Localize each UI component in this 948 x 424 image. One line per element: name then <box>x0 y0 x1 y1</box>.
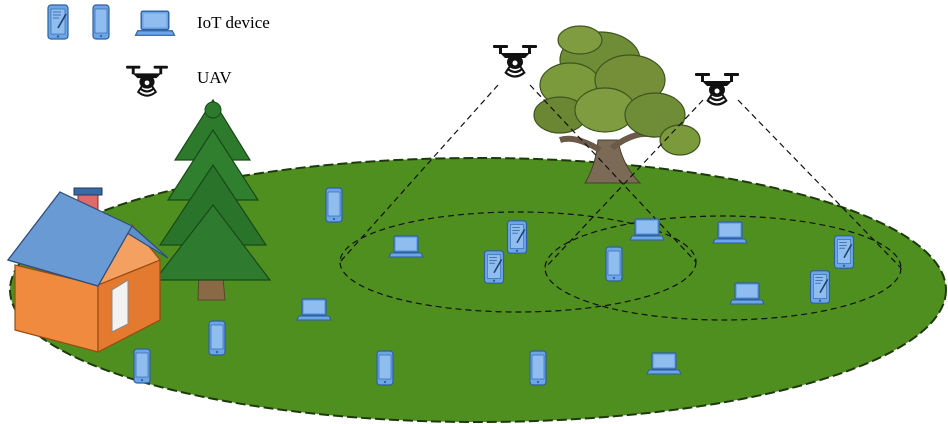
laptop-icon <box>629 218 665 241</box>
house <box>6 187 169 353</box>
uav-2 <box>693 71 741 106</box>
phone-icon <box>605 246 623 282</box>
tablet-icon <box>483 250 505 284</box>
uav-1 <box>491 43 539 78</box>
laptop-icon <box>646 352 682 375</box>
spruce-tree <box>153 98 272 301</box>
drone-icon <box>125 64 169 97</box>
tablet-icon <box>506 220 528 254</box>
phone-icon <box>376 350 394 386</box>
tablet-icon <box>809 270 831 304</box>
phone-icon <box>529 350 547 386</box>
laptop-icon <box>296 298 332 321</box>
laptop-icon <box>729 282 765 305</box>
laptop-icon <box>134 10 176 37</box>
oak-tree <box>533 25 701 184</box>
phone-icon <box>133 348 151 384</box>
phone-icon <box>325 187 343 223</box>
tablet-icon <box>47 4 69 40</box>
laptop-icon <box>712 221 748 244</box>
uav-coverage <box>339 84 902 321</box>
phone-icon <box>208 320 226 356</box>
legend: IoT device UAV <box>47 4 270 97</box>
uav-label: UAV <box>197 68 232 87</box>
tablet-icon <box>833 235 855 269</box>
iot-device-label: IoT device <box>197 13 270 32</box>
laptop-icon <box>388 235 424 258</box>
phone-icon <box>92 4 110 40</box>
